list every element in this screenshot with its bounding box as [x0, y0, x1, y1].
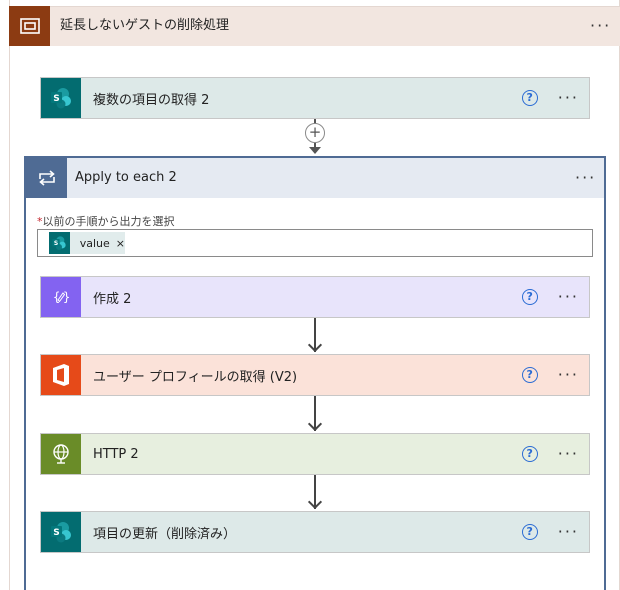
more-button[interactable]: ··· — [557, 522, 579, 541]
apply-to-each-header[interactable] — [26, 158, 604, 198]
help-icon[interactable]: ? — [521, 367, 538, 383]
office-icon — [41, 355, 81, 395]
sharepoint-icon: S — [41, 512, 81, 552]
help-icon[interactable]: ? — [521, 446, 538, 462]
action-title: ユーザー プロフィールの取得 (V2) — [93, 369, 298, 385]
globe-icon — [41, 434, 81, 474]
svg-text:S: S — [53, 528, 59, 538]
action-card-get-items[interactable]: S 複数の項目の取得 2 ? ··· — [40, 77, 590, 119]
action-card-update-item[interactable]: S 項目の更新（削除済み） ? ··· — [40, 511, 590, 553]
scope-more-button[interactable]: ··· — [590, 16, 612, 35]
help-icon[interactable]: ? — [521, 90, 538, 106]
more-button[interactable]: ··· — [557, 88, 579, 107]
more-button[interactable]: ··· — [557, 287, 579, 306]
scope-title: 延長しないゲストの削除処理 — [60, 18, 230, 33]
action-card-compose[interactable]: {} 作成 2 ? ··· — [40, 276, 590, 318]
connector-line — [314, 475, 316, 509]
apply-to-each-title: Apply to each 2 — [75, 170, 177, 185]
scope-icon — [9, 6, 50, 46]
action-card-http[interactable]: HTTP 2 ? ··· — [40, 433, 590, 475]
help-icon[interactable]: ? — [521, 289, 538, 305]
scope-header[interactable] — [9, 6, 620, 46]
more-button[interactable]: ··· — [557, 444, 579, 463]
action-card-user-profile[interactable]: ユーザー プロフィールの取得 (V2) ? ··· — [40, 354, 590, 396]
action-title: 項目の更新（削除済み） — [93, 526, 237, 542]
connector-line — [314, 318, 316, 352]
apply-more-button[interactable]: ··· — [575, 168, 597, 187]
sharepoint-icon: S — [41, 78, 81, 118]
action-title: 作成 2 — [93, 291, 132, 307]
connector-line — [314, 396, 316, 431]
action-title: HTTP 2 — [93, 446, 139, 462]
svg-text:S: S — [54, 240, 58, 247]
select-output-input[interactable] — [37, 229, 593, 257]
svg-text:{: { — [53, 290, 60, 304]
action-title: 複数の項目の取得 2 — [93, 92, 210, 108]
token-label: value — [79, 236, 110, 250]
token-remove-button[interactable]: × — [115, 236, 125, 250]
select-output-label-text: 以前の手順から出力を選択 — [42, 215, 175, 228]
svg-text:}: } — [63, 290, 70, 304]
required-mark: * — [37, 215, 43, 228]
dynamic-content-token[interactable]: S value × — [49, 232, 125, 254]
select-output-label: *以前の手順から出力を選択 — [37, 213, 175, 229]
compose-icon: {} — [41, 277, 81, 317]
sharepoint-icon: S — [49, 232, 70, 254]
add-step-button[interactable]: + — [305, 123, 325, 143]
svg-text:S: S — [53, 94, 59, 104]
loop-icon — [26, 158, 67, 198]
more-button[interactable]: ··· — [557, 365, 579, 384]
connector-arrow-icon — [309, 147, 321, 154]
help-icon[interactable]: ? — [521, 524, 538, 540]
